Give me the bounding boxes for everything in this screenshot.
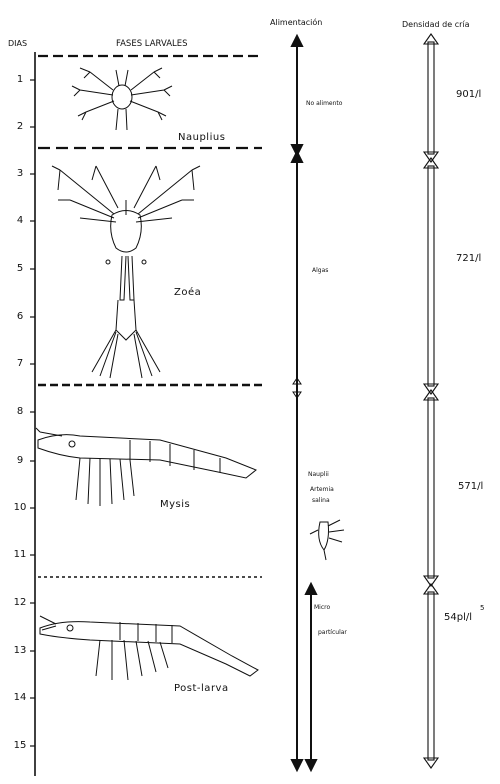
day-label: 14	[13, 692, 27, 703]
days-header: DIAS	[8, 39, 28, 48]
stage-label-mysis: Mysis	[160, 499, 191, 510]
postlarva-illustration	[39, 615, 259, 681]
density-label-mysis: 571/l	[458, 481, 484, 492]
feeding-header: Alimentación	[270, 18, 323, 27]
stage-label-nauplius: Nauplius	[178, 132, 226, 143]
density-label-zoea: 721/l	[456, 253, 482, 264]
day-label: 3	[16, 168, 24, 179]
feeding-label-none: No alimento	[306, 100, 343, 107]
day-label: 11	[13, 549, 27, 560]
day-label: 9	[16, 455, 24, 466]
feeding-label-micro: Micro	[314, 604, 331, 611]
day-ticks	[30, 79, 35, 747]
day-label: 1	[16, 74, 24, 85]
feeding-label-algae: Algas	[312, 267, 329, 274]
artemia-illustration	[309, 519, 345, 561]
density-header: Densidad de cría	[402, 20, 470, 29]
feeding-arrows	[290, 33, 318, 773]
density-bar-zoea	[427, 165, 435, 387]
feeding-label-salina: salina	[312, 497, 330, 504]
density-bars	[422, 33, 440, 769]
day-label: 6	[16, 311, 24, 322]
feeding-label-particular: partícular	[318, 629, 347, 636]
day-label: 12	[13, 597, 27, 608]
day-label: 4	[16, 215, 24, 226]
mysis-illustration	[35, 427, 257, 506]
stages-header: FASES LARVALES	[116, 39, 188, 49]
nauplius-illustration	[71, 67, 173, 131]
day-label: 5	[16, 263, 24, 274]
day-label: 7	[16, 358, 24, 369]
density-label-nauplius: 901/l	[456, 89, 482, 100]
feeding-label-artemia: Artemia	[310, 486, 334, 493]
density-bar-postlarva	[427, 591, 435, 761]
stage-label-postlarva: Post-larva	[174, 683, 229, 694]
day-label: 15	[13, 740, 27, 751]
day-label: 2	[16, 121, 24, 132]
day-label: 10	[13, 502, 27, 513]
density-bar-nauplius	[427, 41, 435, 155]
day-label: 8	[16, 406, 24, 417]
density-label-postlarva: 54pl/l	[444, 612, 472, 623]
day-label: 13	[13, 645, 27, 656]
density-label-postlarva-exponent: 5	[480, 604, 485, 612]
zoea-illustration	[51, 165, 201, 379]
density-bar-mysis	[427, 397, 435, 579]
feeding-label-nauplii: Nauplii	[308, 471, 329, 478]
stage-label-zoea: Zoéa	[174, 287, 202, 298]
